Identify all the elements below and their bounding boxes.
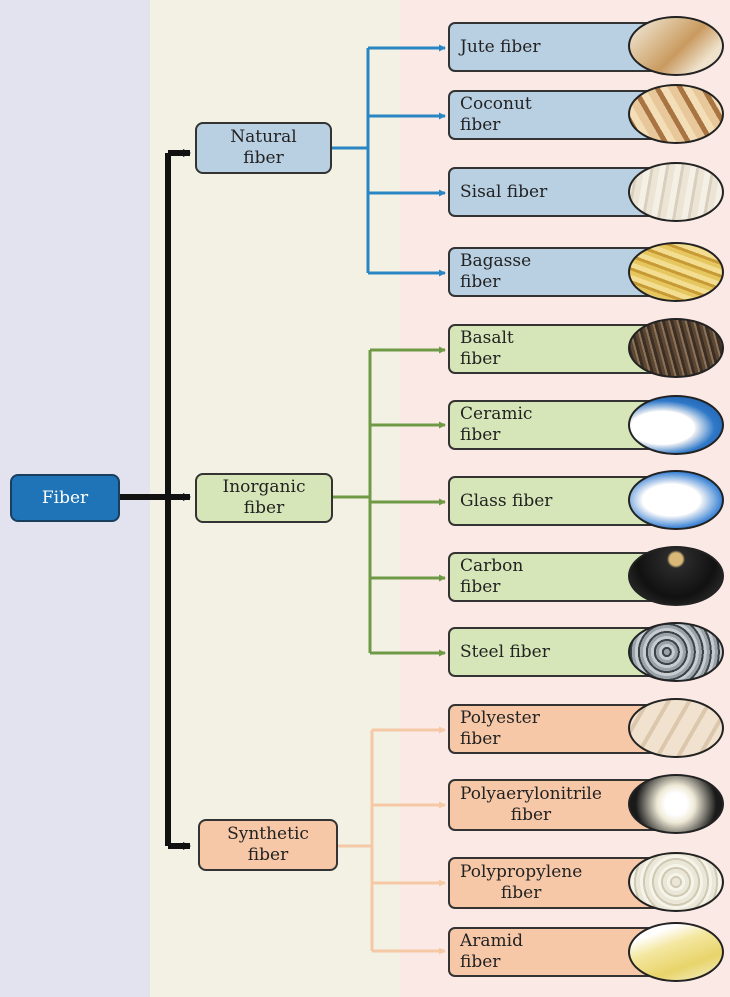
sisal-fiber-photo [628, 162, 724, 222]
synthetic-fiber-node: Synthetic fiber [198, 819, 338, 871]
ceramic-fiber-photo [628, 395, 724, 455]
synthetic-fiber-label: Synthetic fiber [227, 824, 309, 866]
basalt-fiber-photo [628, 318, 724, 378]
synthetic-fiber-connectors [338, 730, 445, 951]
trunk-connector [120, 153, 190, 846]
polypropylene-fiber-label: Polypropylene fiber [460, 862, 582, 904]
jute-fiber-photo [628, 16, 724, 76]
polyester-fiber-photo [628, 698, 724, 758]
inorganic-fiber-connectors [333, 350, 445, 653]
root-fiber-label: Fiber [42, 488, 88, 509]
basalt-fiber-label: Basalt fiber [460, 328, 558, 370]
carbon-fiber-photo [628, 546, 724, 606]
jute-fiber-label: Jute fiber [460, 37, 540, 58]
steel-fiber-photo [628, 622, 724, 682]
inorganic-fiber-label: Inorganic fiber [223, 477, 306, 519]
coconut-fiber-label: Coconut fiber [460, 94, 558, 136]
glass-fiber-label: Glass fiber [460, 491, 552, 512]
glass-fiber-photo [628, 470, 724, 530]
aramid-fiber-label: Aramid fiber [460, 931, 558, 973]
polyacrylonitrile-fiber-label: Polyaerylonitrile fiber [460, 784, 602, 826]
natural-fiber-label: Natural fiber [230, 127, 297, 169]
polyester-fiber-label: Polyester fiber [460, 708, 558, 750]
natural-fiber-node: Natural fiber [195, 122, 332, 174]
ceramic-fiber-label: Ceramic fiber [460, 404, 558, 446]
natural-fiber-connectors [332, 48, 445, 273]
aramid-fiber-photo [628, 922, 724, 982]
sisal-fiber-label: Sisal fiber [460, 182, 547, 203]
carbon-fiber-label: Carbon fiber [460, 556, 558, 598]
root-fiber-node: Fiber [10, 474, 120, 522]
steel-fiber-label: Steel fiber [460, 642, 550, 663]
coconut-fiber-photo [628, 84, 724, 144]
inorganic-fiber-node: Inorganic fiber [195, 473, 333, 523]
bagasse-fiber-photo [628, 242, 724, 302]
polypropylene-fiber-photo [628, 852, 724, 912]
bagasse-fiber-label: Bagasse fiber [460, 251, 558, 293]
polyacrylonitrile-fiber-photo [628, 774, 724, 834]
